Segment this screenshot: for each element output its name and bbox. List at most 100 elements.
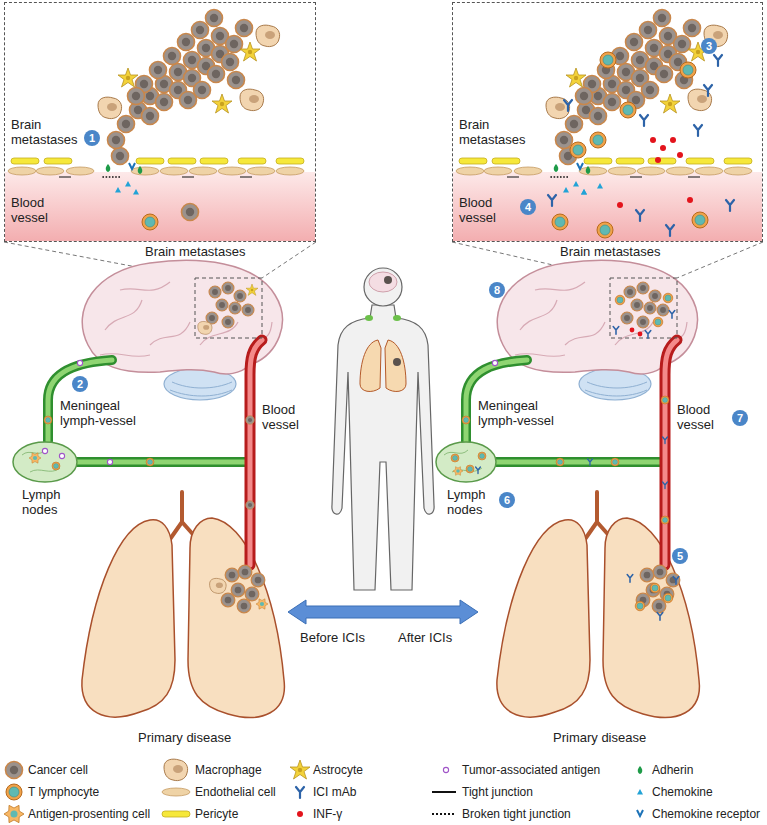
cell-layer (4, 10, 752, 823)
illustration-part (610, 278, 677, 338)
cell-icon (654, 10, 671, 27)
cell-icon (640, 22, 657, 39)
cell-icon (590, 108, 607, 125)
legend-icon (432, 814, 456, 815)
cell-icon (237, 599, 251, 613)
cell-icon (674, 36, 691, 53)
illustration-part (385, 340, 406, 391)
illustration-part (466, 360, 665, 462)
legend-icon (297, 811, 303, 817)
cell-icon (77, 360, 82, 365)
figure-label: Brain metastases (560, 244, 660, 259)
cell-icon (276, 158, 304, 164)
cell-icon (577, 163, 583, 169)
illustration-part (393, 358, 401, 366)
cell-icon (164, 48, 181, 65)
cell-icon (566, 116, 583, 133)
legend-text: Adherin (652, 762, 693, 778)
cell-icon (563, 187, 569, 193)
legend-symbol (432, 792, 456, 793)
cell-icon (586, 166, 591, 174)
cell-icon (66, 167, 94, 175)
legend-text: Chemokine (652, 784, 713, 800)
inset-illustration (8, 10, 304, 195)
figure-label: Primary disease (553, 730, 646, 745)
cell-icon (640, 115, 648, 126)
cell-icon (588, 459, 593, 466)
cell-icon (611, 458, 619, 466)
illustration-part (384, 276, 392, 284)
legend-text: Chemokine receptor (652, 806, 760, 822)
cell-icon (246, 416, 255, 425)
cell-icon (648, 158, 676, 164)
cell-icon (42, 448, 47, 453)
illustration-part (288, 600, 478, 624)
cell-icon (615, 295, 625, 305)
cell-icon (576, 88, 593, 105)
cell-icon (247, 167, 275, 175)
cell-icon (688, 177, 700, 178)
cell-icon (476, 467, 481, 474)
cell-icon (453, 467, 463, 476)
cell-icon (692, 212, 708, 228)
cell-icon (182, 177, 194, 178)
cell-icon (225, 568, 239, 582)
cell-icon (240, 42, 260, 61)
cell-icon (581, 189, 587, 195)
legend-symbol (4, 805, 24, 822)
cell-icon (621, 312, 633, 324)
cell-icon (456, 167, 484, 175)
cell-icon (670, 137, 676, 143)
legend-text: Endothelial cell (195, 784, 276, 800)
cell-icon (212, 94, 232, 113)
cell-icon (222, 282, 234, 294)
legend-text: ICI mAb (313, 784, 356, 800)
legend-text: Tumor-associated antigen (462, 762, 600, 778)
cell-icon (640, 568, 654, 582)
inset-panel: Brain metastasesBlood vessel (4, 2, 316, 242)
inset-vessel-cells (142, 204, 199, 231)
cell-icon (724, 167, 752, 175)
cell-icon (663, 437, 668, 444)
cell-icon (209, 286, 221, 298)
cell-icon (604, 94, 621, 111)
callout-number: 7 (732, 410, 748, 426)
legend-icon (6, 784, 22, 800)
legend-icon (637, 810, 643, 816)
cell-icon (663, 293, 673, 303)
cell-icon (142, 214, 158, 230)
legend-text: Broken tight junction (462, 806, 571, 822)
legend-icon (162, 788, 190, 796)
cell-icon (673, 577, 679, 585)
cell-icon (608, 167, 636, 175)
cell-icon (616, 158, 644, 164)
cell-icon (626, 34, 643, 51)
cell-icon (636, 210, 644, 221)
cell-icon (630, 177, 642, 178)
cell-icon (492, 360, 497, 365)
cell-icon (624, 286, 636, 298)
cell-icon (686, 158, 714, 164)
cell-icon (459, 158, 487, 164)
cell-icon (573, 181, 579, 187)
cell-icon (492, 158, 520, 164)
cell-icon (514, 167, 542, 175)
cell-icon (115, 187, 121, 193)
cell-icon (218, 167, 246, 175)
illustration-part (364, 268, 402, 306)
cell-icon (192, 22, 209, 39)
cell-icon (160, 167, 188, 175)
cell-icon (653, 317, 663, 327)
cell-icon (546, 97, 570, 119)
illustration-part (332, 305, 434, 590)
cell-icon (246, 501, 255, 510)
legend-symbol (432, 814, 456, 815)
cell-icon (8, 167, 36, 175)
illustration-part (466, 360, 665, 462)
cell-icon (108, 132, 125, 149)
legend-icon (637, 789, 643, 795)
cell-icon (107, 459, 112, 464)
region-label: Blood vessel (459, 195, 507, 225)
cell-icon (251, 573, 265, 587)
